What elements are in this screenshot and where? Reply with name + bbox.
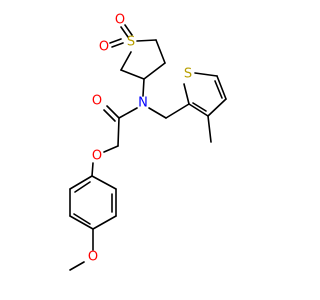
bond-s-o2-a [111, 42, 124, 48]
bond-thc5-thc4 [216, 75, 227, 100]
bond-s-o2-b [109, 38, 122, 44]
bond-n-ccarbonyl [118, 107, 138, 119]
bond-thc2-ths1 [183, 83, 190, 105]
bond-c3-c4 [143, 62, 166, 80]
molecule-structure: S O O O N S O O [69, 13, 227, 271]
bond-c3-n [142, 78, 145, 97]
bond-ths1-thc5 [194, 72, 218, 77]
atom-o-sulfone-top: O [115, 13, 125, 28]
bond-ar3-ar4 [92, 215, 117, 230]
atom-n-amide: N [138, 96, 148, 111]
atom-o-carbonyl: O [92, 94, 102, 109]
bond-ar-inner-3 [74, 181, 91, 193]
bond-th-inner-2 [192, 102, 207, 112]
bond-thc3-thc2 [188, 103, 209, 117]
bond-s1-c2 [120, 51, 132, 71]
bond-n-ch2-th [148, 107, 167, 119]
atom-o-ether: O [92, 149, 102, 164]
bond-ar1-ar2 [91, 175, 117, 190]
bond-thc4-thc3 [207, 98, 227, 117]
bond-s-o1-b [124, 24, 133, 36]
atom-o-sulfone-left: O [99, 40, 109, 55]
bond-ar6-ar1 [69, 175, 93, 190]
bond-c2-c3 [120, 69, 145, 80]
bond-ar4-ar5 [69, 215, 94, 230]
bond-c-o-carbonyl-b [103, 109, 116, 122]
atom-s-sulfone: S [127, 35, 135, 50]
bond-oether-ar1 [91, 162, 94, 177]
bond-ch2-thc2 [165, 103, 190, 119]
bond-c-o-carbonyl-a [106, 105, 120, 119]
bond-c4-c5 [155, 39, 166, 64]
atom-s-thiophene: S [184, 67, 192, 82]
bond-ch2-oether [103, 145, 119, 153]
atom-o-methoxy: O [88, 250, 98, 265]
bond-ar-inner-2 [73, 213, 91, 225]
bond-omethoxy-ch3 [69, 261, 85, 271]
bond-th-inner-1 [214, 80, 223, 99]
bond-s-o1-a [120, 26, 129, 38]
bond-ccarbonyl-ch2 [117, 117, 120, 147]
bond-thc3-methyl [207, 115, 212, 143]
bond-c5-s1 [136, 39, 157, 42]
